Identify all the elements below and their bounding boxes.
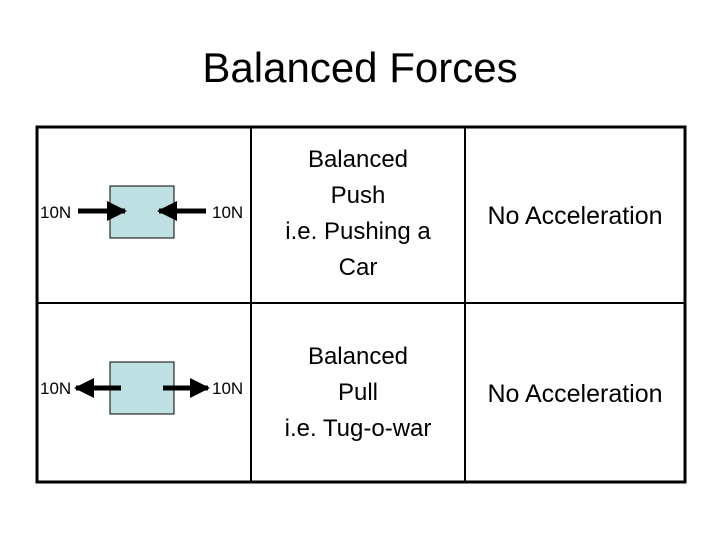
pull-result: No Acceleration: [467, 374, 683, 414]
push-description-line-1: Balanced: [307, 146, 409, 173]
pull-description: Balanced Pull i.e. Tug-o-war: [253, 334, 463, 452]
pull-result-text: No Acceleration: [487, 380, 663, 408]
pull-right-force-label: 10N: [212, 379, 243, 398]
push-result: No Acceleration: [467, 196, 683, 236]
pull-description-line-1: Balanced: [307, 343, 409, 370]
slide-title: Balanced Forces: [202, 44, 518, 91]
pull-description-line-2: Pull: [337, 379, 379, 406]
push-left-force-label: 10N: [40, 203, 71, 222]
push-description-line-3: i.e. Pushing a: [285, 218, 431, 245]
pull-description-line-3: i.e. Tug-o-war: [284, 415, 432, 442]
push-description-line-4: Car: [338, 254, 378, 281]
pull-left-force-label: 10N: [40, 379, 71, 398]
table-frame: [35, 125, 687, 484]
push-description-line-2: Push: [330, 182, 386, 209]
push-right-force-label: 10N: [212, 203, 243, 222]
push-result-text: No Acceleration: [487, 202, 663, 230]
push-description: Balanced Push i.e. Pushing a Car: [253, 138, 463, 290]
